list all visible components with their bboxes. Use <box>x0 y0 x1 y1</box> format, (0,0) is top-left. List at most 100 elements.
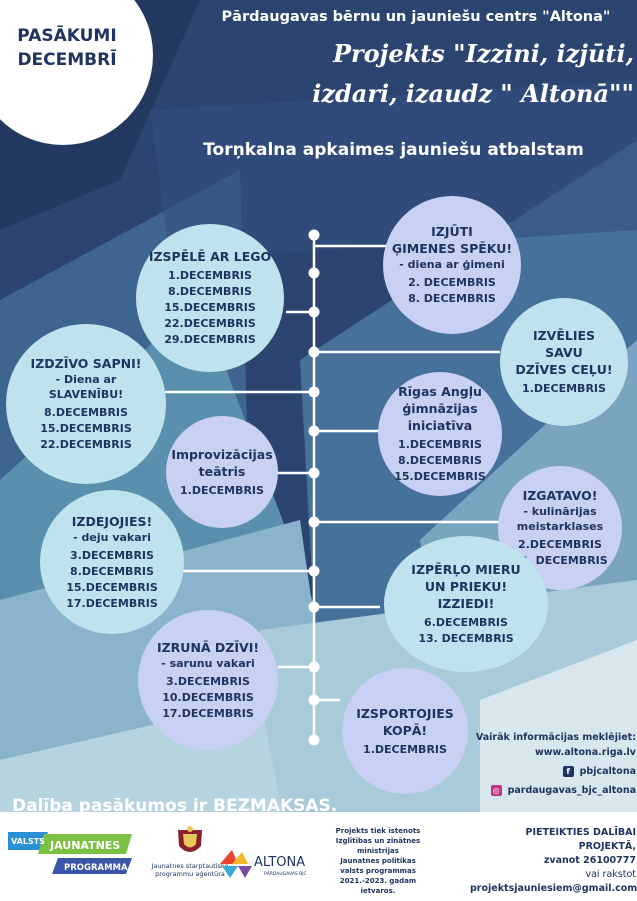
event-title: iniciatīva <box>407 418 473 433</box>
event-date: 8.DECEMBRIS <box>168 285 252 298</box>
event-date: 15.DECEMBRIS <box>394 470 486 483</box>
website-link[interactable]: www.altona.riga.lv <box>534 747 636 758</box>
facebook-row[interactable]: f pbjcaltona <box>470 764 636 779</box>
organization-name: Pārdaugavas bērnu un jauniešu centrs "Al… <box>221 9 611 25</box>
event-date: 22.DECEMBRIS <box>164 317 256 330</box>
apply-info: PIETEIKTIES DALĪBAI PROJEKTĀ, zvanot 261… <box>470 826 637 896</box>
event-subtitle: - Diena ar <box>55 373 117 386</box>
free-participation-text: Dalība pasākumos ir BEZMAKSAS. <box>12 796 338 816</box>
event-date: 15.DECEMBRIS <box>164 301 256 314</box>
event-title: KOPĀ! <box>382 722 428 738</box>
event-title: Improvizācijas <box>171 446 273 462</box>
facebook-handle[interactable]: pbjcaltona <box>579 766 636 777</box>
corner-title-line1: PASĀKUMI <box>17 26 117 46</box>
event-date: 2. DECEMBRIS <box>408 276 496 289</box>
altona-logo: ALTONA PĀRDAUGAVAS BJC <box>220 850 307 878</box>
event-title: IZSPORTOJIES <box>356 705 454 721</box>
event-date: 17.DECEMBRIS <box>162 706 254 720</box>
funding-note: Projekts tiek īstenots Izglītības un zin… <box>318 826 438 896</box>
instagram-icon: ◎ <box>490 785 502 796</box>
funding-line: Jaunatnes politikas <box>340 857 416 865</box>
event-title: ģimnāzijas <box>402 401 478 416</box>
funding-line: ietvaros. <box>360 887 396 895</box>
event-circle-dream: IZDZĪVO SAPNI! - Diena ar SLAVENĪBU! 8.DECE… <box>6 324 166 484</box>
event-title: IZPĒRĻO MIERU <box>411 562 521 577</box>
event-circle-life-path: IZVĒLIES SAVU DZĪVES CEĻU! 1.DECEMBRIS <box>500 298 628 426</box>
event-subtitle: - deju vakari <box>73 530 151 544</box>
event-date: 2.DECEMBRIS <box>518 538 602 551</box>
event-title: IZDEJOJIES! <box>71 513 153 529</box>
instagram-row[interactable]: ◎ pardaugavas_bjc_altona <box>470 783 636 798</box>
event-date: 8. DECEMBRIS <box>408 292 496 305</box>
event-date: 13. DECEMBRIS <box>512 554 608 567</box>
apply-line3: vai rakstot <box>585 869 636 880</box>
agency-logo: Jaunatnes starptautisko programmu aģentū… <box>146 826 234 878</box>
event-date: 3.DECEMBRIS <box>166 674 250 688</box>
agency-name-line2: programmu aģentūra <box>155 870 225 878</box>
event-title: ĢIMENES SPĒKU! <box>391 241 513 256</box>
event-date: 8.DECEMBRIS <box>44 406 128 419</box>
event-subtitle: SLAVENĪBU! <box>48 388 124 401</box>
logo-vj-line1: VALSTS <box>11 837 45 846</box>
event-title: teātris <box>198 463 246 479</box>
event-date: 1.DECEMBRIS <box>398 438 482 451</box>
altona-logo-name: ALTONA <box>254 855 305 870</box>
apply-line2: zvanot 26100777 <box>543 855 636 866</box>
event-title: DZĪVES CEĻU! <box>515 362 613 377</box>
project-title-line1: Projekts "Izzini, izjūti, <box>332 39 634 68</box>
logo-vj-line3: PROGRAMMA <box>64 863 128 873</box>
event-date: 8.DECEMBRIS <box>398 454 482 467</box>
valsts-jaunatnes-programma-logo: VALSTS JAUNATNES PROGRAMMA <box>8 832 132 874</box>
event-date: 29.DECEMBRIS <box>164 333 256 346</box>
event-title: Rīgas Angļu <box>398 384 482 399</box>
event-date: 17.DECEMBRIS <box>66 596 158 610</box>
event-date: 10.DECEMBRIS <box>162 690 254 704</box>
subtitle: Torņkalna apkaimes jauniešu atbalstam <box>203 140 584 160</box>
logo-vj-line2: JAUNATNES <box>49 839 120 852</box>
event-title: IZZIEDI! <box>437 596 495 611</box>
corner-title-line2: DECEMBRĪ <box>17 50 117 70</box>
funding-line: Projekts tiek īstenots <box>335 827 421 835</box>
project-title: Projekts "Izzini, izjūti, izdari, izaudz… <box>226 34 634 114</box>
info-heading: Vairāk informācijas meklējiet: <box>475 732 636 743</box>
email-link[interactable]: projektsjauniesiem@gmail.com <box>470 883 637 894</box>
event-title: IZRUNĀ DZĪVI! <box>156 639 260 655</box>
event-date: 1.DECEMBRIS <box>168 269 252 282</box>
event-title: IZVĒLIES <box>532 328 596 343</box>
corner-title: PASĀKUMI DECEMBRĪ <box>8 24 126 72</box>
event-title: UN PRIEKU! <box>424 579 508 594</box>
instagram-handle[interactable]: pardaugavas_bjc_altona <box>507 785 636 796</box>
funding-line: Izglītības un zinātnes ministrijas <box>335 837 421 855</box>
funding-line: 2021.-2023. gadam <box>339 877 417 885</box>
event-subtitle: - diena ar ģimeni <box>399 258 505 271</box>
event-circle-family: IZJŪTI ĢIMENES SPĒKU! - diena ar ģimeni 2. … <box>383 196 521 334</box>
event-title: IZDZĪVO SAPNI! <box>30 356 142 371</box>
event-circle-lego: IZSPĒLĒ AR LEGO 1.DECEMBRIS 8.DECEMBRIS 15.… <box>136 224 284 372</box>
event-circle-english-school: Rīgas Angļu ģimnāzijas iniciatīva 1.DECEMBR… <box>378 372 502 496</box>
facebook-icon: f <box>562 766 574 777</box>
agency-name-line1: Jaunatnes starptautisko <box>151 862 229 870</box>
event-date: 6.DECEMBRIS <box>424 616 508 629</box>
apply-line1: PIETEIKTIES DALĪBAI PROJEKTĀ, <box>525 827 636 852</box>
coat-of-arms-icon <box>178 826 202 852</box>
contact-info: Vairāk informācijas meklējiet: www.alton… <box>470 730 636 798</box>
event-date: 3.DECEMBRIS <box>70 548 154 562</box>
event-date: 1.DECEMBRIS <box>363 742 447 756</box>
event-title: IZSPĒLĒ AR LEGO <box>148 249 272 264</box>
event-subtitle: - kulinārijas <box>523 505 597 518</box>
event-title: SAVU <box>545 345 583 360</box>
event-subtitle: meistarklases <box>516 520 604 533</box>
event-date: 15.DECEMBRIS <box>66 580 158 594</box>
funding-line: valsts programmas <box>340 867 416 875</box>
altona-logo-sub: PĀRDAUGAVAS BJC <box>264 870 307 877</box>
event-date: 1.DECEMBRIS <box>522 382 606 395</box>
event-date: 22.DECEMBRIS <box>40 438 132 451</box>
event-title: IZJŪTI <box>431 224 473 239</box>
event-date: 15.DECEMBRIS <box>40 422 132 435</box>
event-circle-peace: IZPĒRĻO MIERU UN PRIEKU! IZZIEDI! 6.DECEMBR… <box>384 536 548 672</box>
event-date: 13. DECEMBRIS <box>418 632 514 645</box>
